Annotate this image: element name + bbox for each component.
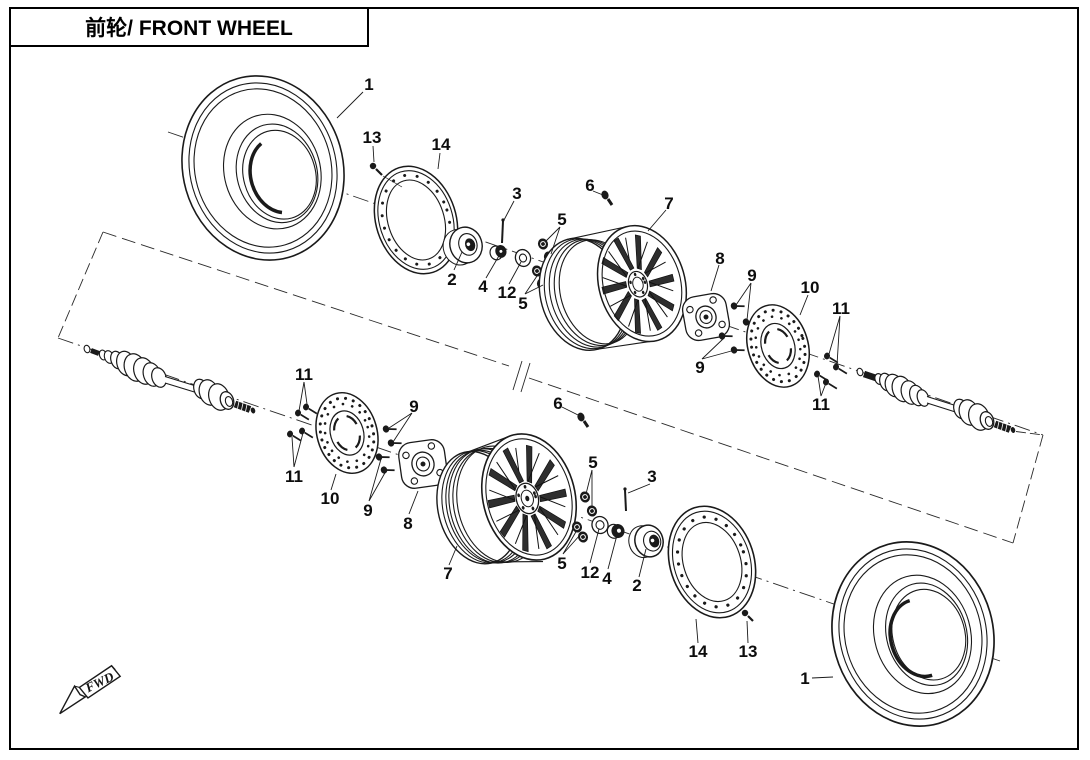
callout-9b-upper: 9 [695,358,704,377]
frame-edge-left [57,231,104,339]
title-box [9,7,369,47]
axle-nut-lower [606,523,625,539]
fwd-arrow-tail [78,664,122,699]
axle-nut-upper [489,244,507,261]
callout-14-lower: 14 [689,642,708,661]
callout-2-upper: 2 [447,270,456,289]
callout-11b-lower: 11 [285,467,303,486]
callout-14-upper: 14 [432,135,451,154]
callout-2-lower: 2 [632,576,641,595]
break-symbol [512,360,531,393]
callout-13-upper: 13 [363,128,382,147]
wheel-hub-lower [398,439,448,489]
upper-wheel-assembly [181,75,1044,436]
callout-3-lower: 3 [647,467,656,486]
lower-wheel-assembly [83,344,995,727]
callout-6-lower: 6 [553,394,562,413]
drive-axle-right [856,367,1044,436]
screw-upper [369,162,403,188]
callout-6-upper: 6 [585,176,594,195]
brake-disc-upper [746,304,810,388]
callout-3-upper: 3 [512,184,521,203]
drive-axle-left [83,344,256,414]
callout-11a-upper: 11 [832,299,850,318]
callout-7-upper: 7 [664,194,673,213]
callout-labels: 1 13 14 2 3 4 12 5 5 6 7 8 9 9 10 11 11 … [285,75,850,688]
washer-lower [591,515,609,535]
callout-10-upper: 10 [801,278,820,297]
mirror-line-right [528,377,1014,544]
hub-cap-upper [442,226,483,266]
screw-lower [741,609,754,622]
retainer-ring-lower [667,505,757,619]
hub-cap-lower [628,524,664,559]
valve-stem-upper [601,190,614,206]
wheel-rim-lower [436,433,578,565]
callout-5b-lower: 5 [557,554,566,573]
mirror-line-left [102,231,510,367]
retainer-ring-upper [373,165,459,275]
callout-leaders [291,91,841,679]
callout-5a-upper: 5 [557,210,566,229]
callout-4-upper: 4 [478,277,488,296]
cotter-pin-lower [623,487,627,512]
callout-8-lower: 8 [403,514,412,533]
callout-9a-upper: 9 [747,266,756,285]
callout-11b-upper: 11 [812,395,830,414]
brake-disc-lower [315,391,379,475]
tire-lower [831,541,995,727]
callout-12-upper: 12 [498,283,517,302]
callout-13-lower: 13 [739,642,758,661]
callout-12-lower: 12 [581,563,600,582]
callout-5a-lower: 5 [588,453,597,472]
callout-8-upper: 8 [715,249,724,268]
wheel-rim-upper [538,224,688,352]
callout-1-upper: 1 [364,75,373,94]
cotter-pin-upper [501,218,505,244]
tire-upper [181,75,345,261]
frame-edge-right [1012,434,1044,544]
callout-7-lower: 7 [443,564,452,583]
fwd-arrow-head [59,684,87,715]
callout-5b-upper: 5 [518,294,527,313]
page-title: 前轮/ FRONT WHEEL [85,16,293,40]
washer-upper [514,248,532,268]
valve-stem-lower [577,412,590,428]
callout-4-lower: 4 [602,569,612,588]
wheel-hub-upper [681,292,731,342]
callout-10-lower: 10 [321,489,340,508]
callout-9b-lower: 9 [363,501,372,520]
callout-11a-lower: 11 [295,365,313,384]
callout-9a-lower: 9 [409,397,418,416]
callout-1-lower: 1 [800,669,809,688]
